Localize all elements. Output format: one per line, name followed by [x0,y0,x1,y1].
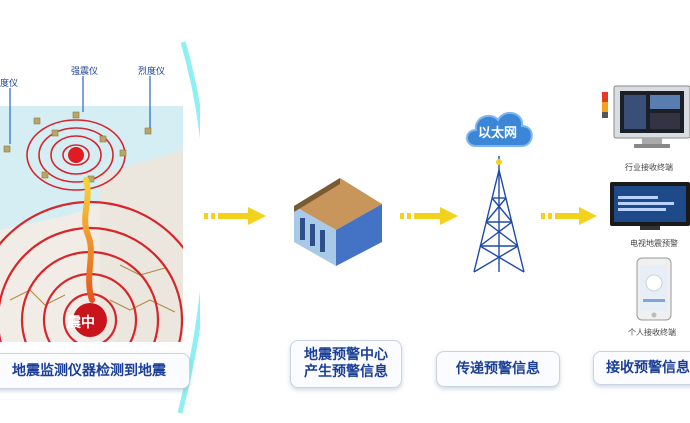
tower-icon [473,156,525,273]
sensor-label-intensity: 烈度仪 [138,67,166,77]
transmit-label-text: 传递预警信息 [456,360,540,377]
center-label: 地震预警中心 产生预警信息 [290,340,402,388]
flow-arrow-2 [400,207,458,225]
sensor-label-strong-motion: 强震仪 [71,67,99,77]
surface-epicenter-dot [68,147,84,163]
epicenter-label: 震中 [67,315,95,331]
scene-boundary-arc [177,41,200,414]
cloud-label: 以太网 [478,126,518,141]
epicenter-dot [73,303,107,337]
receive-label-text: 接收预警信息 [606,359,690,376]
earthquake-scene [0,41,200,414]
center-label-line2: 产生预警信息 [304,364,388,380]
flow-arrow-1 [204,207,266,225]
industry-terminal-label: 行业接收终端 [625,163,673,172]
sensor-label-left: 度仪 [0,79,19,89]
detect-label: 地震监测仪器检测到地震 [0,353,190,389]
tv-label: 电视地震预警 [630,239,678,248]
center-label-line1: 地震预警中心 [304,347,388,363]
phone-icon [636,257,672,321]
industry-terminal-icon [602,85,690,148]
flow-arrow-3 [541,207,597,225]
building-icon [294,178,382,266]
transmit-label: 传递预警信息 [436,351,560,387]
detect-label-text: 地震监测仪器检测到地震 [12,362,166,379]
sensor-markers [3,111,152,183]
cloud-icon [466,111,533,147]
receive-label: 接收预警信息 [593,351,690,385]
personal-terminal-label: 个人接收终端 [628,328,676,337]
tv-icon [610,182,690,230]
